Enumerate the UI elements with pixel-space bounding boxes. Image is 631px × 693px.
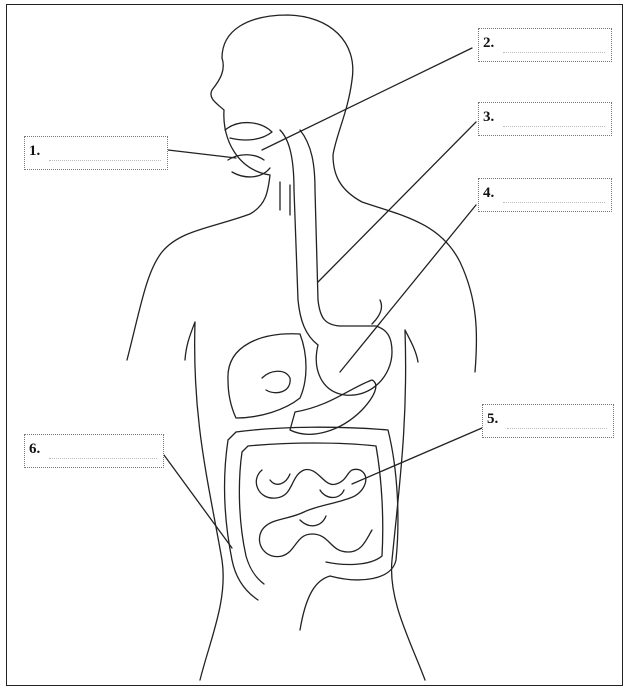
answer-blank-5[interactable]: [507, 428, 607, 429]
mouth-outline: [225, 123, 272, 177]
esophagus-outline: [280, 130, 340, 345]
label-number-2: 2.: [483, 35, 494, 52]
large-intestine-outline: [225, 427, 398, 630]
label-box-4[interactable]: 4.: [478, 178, 612, 212]
label-number-1: 1.: [29, 143, 40, 160]
label-box-1[interactable]: 1.: [24, 136, 168, 170]
answer-blank-6[interactable]: [49, 458, 157, 459]
label-number-4: 4.: [483, 185, 494, 202]
leader-line-3: [318, 122, 476, 282]
answer-blank-3[interactable]: [503, 126, 605, 127]
answer-blank-2[interactable]: [503, 52, 605, 53]
body-outline: [127, 15, 476, 680]
leader-line-5: [352, 428, 482, 484]
label-box-2[interactable]: 2.: [478, 28, 612, 62]
liver-outline: [228, 334, 306, 418]
leader-line-4: [340, 205, 476, 372]
label-box-5[interactable]: 5.: [482, 404, 614, 438]
label-box-6[interactable]: 6.: [24, 434, 164, 468]
leader-line-2: [262, 48, 472, 150]
label-box-3[interactable]: 3.: [478, 102, 612, 136]
stomach-outline: [316, 300, 392, 395]
label-number-5: 5.: [487, 411, 498, 428]
answer-blank-4[interactable]: [503, 202, 605, 203]
label-number-3: 3.: [483, 109, 494, 126]
gallbladder-outline: [262, 371, 290, 392]
leader-line-1: [168, 150, 236, 158]
trachea-outline: [280, 182, 290, 215]
leader-line-6: [164, 455, 232, 548]
answer-blank-1[interactable]: [49, 160, 161, 161]
label-number-6: 6.: [29, 441, 40, 458]
